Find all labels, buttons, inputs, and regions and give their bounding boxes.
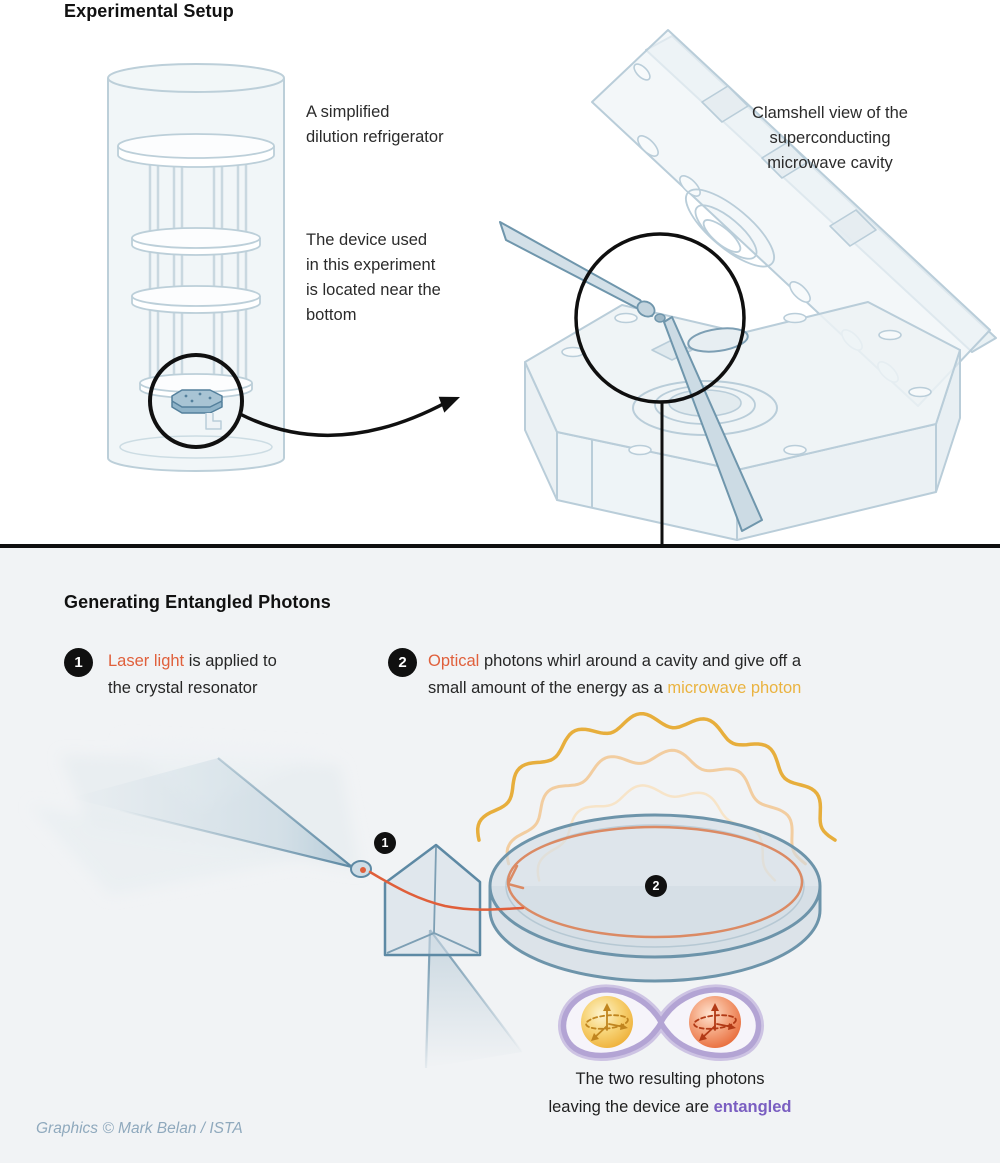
entangled-caption-highlight: entangled bbox=[713, 1097, 792, 1116]
experimental-setup-illustration bbox=[0, 29, 1000, 548]
bottom-section-title: Generating Entangled Photons bbox=[64, 592, 331, 612]
illustration-marker-1: 1 bbox=[374, 832, 396, 854]
photon-yellow bbox=[581, 996, 633, 1048]
device-chip bbox=[171, 389, 223, 430]
whispering-gallery-disk bbox=[488, 813, 822, 983]
ring-arrowhead bbox=[506, 864, 525, 890]
refrigerator-rods bbox=[148, 152, 248, 380]
laser-beam bbox=[368, 870, 525, 911]
entangled-caption: The two resulting photons leaving the de… bbox=[470, 1066, 870, 1121]
entangled-photon-pair bbox=[558, 984, 764, 1061]
step-2-badge: 2 bbox=[388, 648, 417, 677]
dilution-refrigerator bbox=[107, 63, 285, 472]
step-2-text: Optical photons whirl around a cavity an… bbox=[428, 648, 988, 702]
lid-cavity-pattern bbox=[685, 188, 775, 268]
fridge-caption: A simplified dilution refrigerator bbox=[306, 103, 444, 146]
section-divider bbox=[0, 544, 1000, 548]
laser-input-cone bbox=[69, 757, 372, 878]
crystal-resonator-disc bbox=[687, 327, 749, 353]
step-1-rest: is applied to the crystal resonator bbox=[108, 652, 277, 697]
step-1-highlight: Laser light bbox=[108, 652, 185, 670]
device-location-caption: The device used in this experiment is lo… bbox=[306, 231, 441, 324]
step-2-highlight: Optical bbox=[428, 652, 480, 670]
refrigerator-plates bbox=[117, 133, 275, 399]
circulating-light-ring bbox=[506, 825, 804, 939]
step-1-text: Laser light is applied to the crystal re… bbox=[108, 648, 358, 702]
prism-crystal bbox=[383, 843, 482, 957]
optical-fibers bbox=[499, 221, 763, 532]
entangled-caption-lead: The two resulting photons leaving the de… bbox=[548, 1070, 765, 1116]
step-2-highlight-2: microwave photon bbox=[667, 679, 802, 697]
fridge-magnifier-circle bbox=[148, 353, 244, 449]
step-2-mid: photons whirl around a cavity and give o… bbox=[428, 652, 802, 697]
microwave-cavity-clamshell bbox=[499, 29, 997, 546]
top-section-title: Experimental Setup bbox=[64, 1, 234, 21]
cavity-lid bbox=[591, 29, 997, 407]
cavity-caption: Clamshell view of the superconducting mi… bbox=[752, 104, 908, 172]
illustration-marker-2: 2 bbox=[645, 875, 667, 897]
photon-red bbox=[689, 996, 741, 1048]
credit: Graphics © Mark Belan / ISTA bbox=[36, 1120, 243, 1137]
step-1-badge: 1 bbox=[64, 648, 93, 677]
cavity-magnifier-circle bbox=[574, 232, 746, 404]
curved-arrow bbox=[239, 396, 460, 438]
